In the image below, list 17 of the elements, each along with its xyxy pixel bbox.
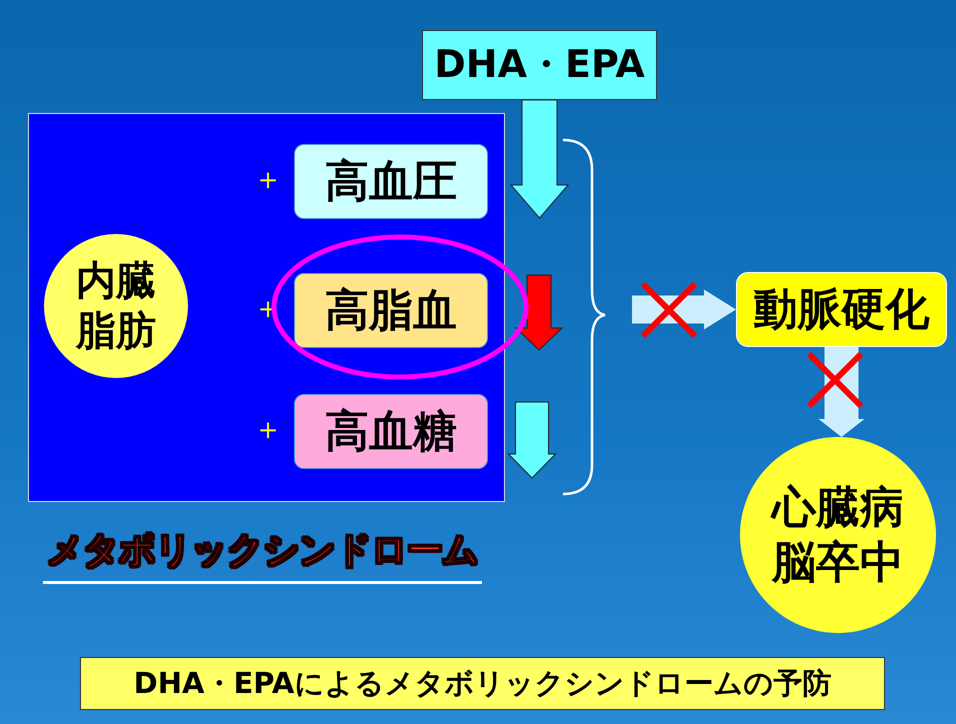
rounded-box	[736, 272, 947, 347]
plus-sign: ＋	[253, 161, 283, 199]
underlined-heading: メタボリックシンドローム	[43, 526, 482, 584]
label-box	[422, 30, 657, 100]
node-label: 心臓病脳卒中	[770, 481, 905, 590]
node-label: 内臓脂肪	[74, 257, 157, 356]
node-label: 高血圧	[324, 155, 458, 209]
node-label: DHA・EPAによるメタボリックシンドロームの予防	[132, 665, 832, 702]
node-label: DHA・EPA	[433, 41, 646, 88]
block-arrow	[510, 100, 570, 219]
node-label: 高脂血	[324, 284, 458, 338]
plus-sign: ＋	[253, 411, 283, 449]
node-label: 動脈硬化	[752, 283, 930, 337]
block-arrow	[818, 347, 864, 437]
node-label: 高血糖	[324, 405, 458, 459]
block-arrow	[632, 290, 736, 330]
caption-box	[80, 657, 885, 710]
